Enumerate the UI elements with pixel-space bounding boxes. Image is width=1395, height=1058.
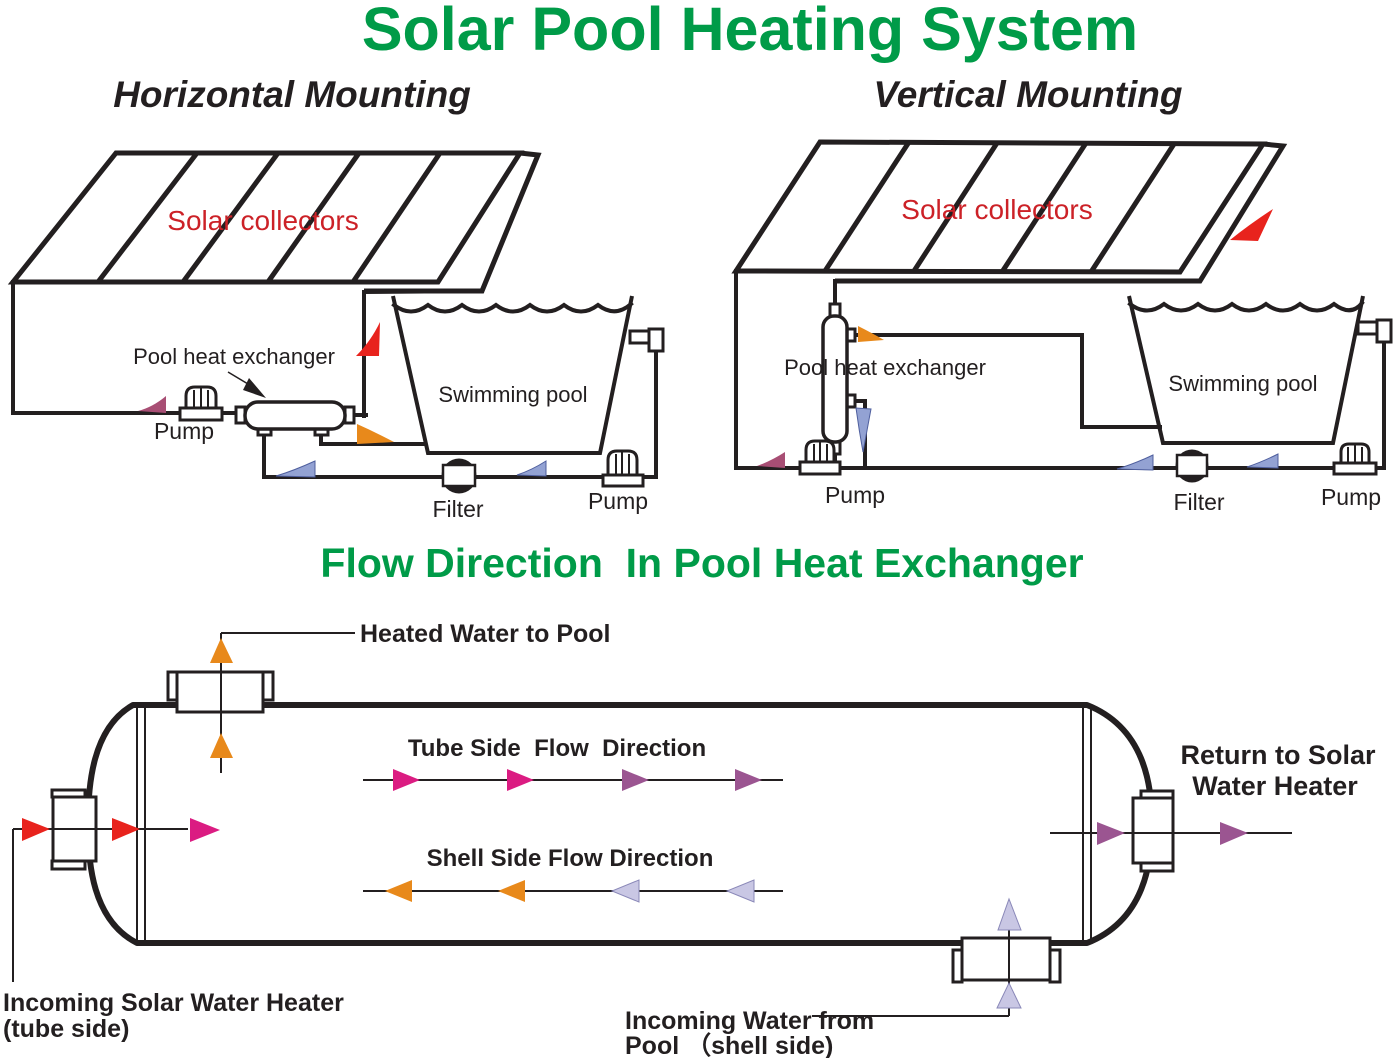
right-arrow (507, 769, 534, 791)
left-arrow (610, 879, 640, 903)
incoming-shell-label-line2: Pool （shell side) (625, 1031, 833, 1058)
solar-collectors-panel-icon (7, 150, 542, 294)
shell-side-flow (363, 879, 783, 903)
swimming-pool-icon (391, 295, 634, 455)
subtitle-horizontal: Horizontal Mounting (113, 74, 471, 115)
tube-sheet-lines (136, 705, 1092, 943)
left-arrow (725, 879, 755, 903)
tube-outlet-nozzle (1050, 789, 1292, 873)
pool-label: Swimming pool (1168, 371, 1317, 396)
flow-arrow-to-pool (858, 326, 884, 342)
up-arrow (210, 733, 233, 758)
tube-side-flow (363, 769, 783, 791)
subtitle-vertical: Vertical Mounting (873, 74, 1182, 115)
pump-label: Pump (588, 488, 648, 514)
shell-inlet-nozzle (812, 897, 1062, 1017)
flow-arrow-to-filter (1246, 453, 1279, 469)
flow-arrow-to-exchanger (1116, 454, 1154, 471)
swimming-pool-icon (1127, 295, 1365, 445)
right-arrow (1097, 822, 1125, 845)
up-arrow (996, 981, 1022, 1009)
up-arrow (997, 897, 1022, 931)
heated-water-label: Heated Water to Pool (360, 620, 611, 648)
flow-title: Flow Direction In Pool Heat Exchanger (320, 540, 1083, 586)
pump-icon (1332, 442, 1378, 476)
pool-outlet-fitting (628, 327, 665, 353)
pump-label: Pump (1321, 484, 1381, 510)
flow-arrow-up-to-collectors (356, 322, 380, 356)
horizontal-pipes (11, 280, 658, 479)
shell-side-flow-label: Shell Side Flow Direction (427, 845, 714, 872)
pool-outlet-fitting (1356, 318, 1393, 344)
solar-collectors-label: Solar collectors (901, 194, 1092, 225)
pump-label: Pump (825, 482, 885, 508)
horizontal-mounting-diagram: Solar collectors (7, 150, 665, 522)
left-arrow (385, 880, 412, 902)
flow-arrow-to-pump (138, 396, 166, 413)
right-arrow (393, 769, 420, 791)
filter-icon (441, 458, 477, 494)
flow-arrow-to-filter (516, 460, 547, 477)
flow-arrow-to-exchanger (275, 460, 316, 478)
flow-arrow-to-pump (757, 452, 785, 468)
return-label-line2: Water Heater (1192, 771, 1358, 801)
pump-icon (178, 385, 224, 422)
flow-arrow-down-from-exchanger (855, 407, 872, 453)
filter-icon (1175, 449, 1209, 483)
solar-collectors-panel-icon (731, 139, 1288, 284)
right-arrow (22, 818, 50, 841)
pump-label: Pump (154, 418, 214, 444)
vertical-mounting-diagram: Solar collectors (731, 139, 1393, 515)
right-arrow (1220, 822, 1248, 845)
pump-icon (601, 449, 645, 488)
right-arrow (190, 818, 220, 842)
flow-direction-diagram: Flow Direction In Pool Heat Exchanger (3, 540, 1376, 1058)
incoming-tube-label-line1: Incoming Solar Water Heater (3, 989, 344, 1017)
right-arrow (112, 818, 140, 841)
filter-label: Filter (1173, 489, 1224, 515)
incoming-shell-label-line1: Incoming Water from (625, 1007, 874, 1035)
filter-label: Filter (432, 496, 483, 522)
pool-label: Swimming pool (438, 382, 587, 407)
flow-arrow-collector (1230, 209, 1273, 241)
exchanger-label: Pool heat exchanger (784, 355, 986, 380)
return-label-line1: Return to Solar (1180, 740, 1376, 770)
page-title: Solar Pool Heating System (362, 0, 1138, 63)
left-arrow (498, 880, 525, 902)
vertical-pipes (734, 269, 1386, 470)
right-arrow (622, 769, 649, 791)
right-arrow (735, 769, 762, 791)
incoming-tube-label-line2: (tube side) (3, 1015, 129, 1043)
heated-water-outlet-nozzle (166, 632, 355, 773)
flow-arrow-to-pool (357, 424, 394, 444)
heat-exchanger-shell (85, 702, 1155, 946)
exchanger-label: Pool heat exchanger (133, 344, 335, 369)
up-arrow (210, 638, 233, 663)
label-pointer-arrow (227, 371, 266, 398)
tube-side-flow-label: Tube Side Flow Direction (408, 735, 706, 762)
pool-heat-exchanger-icon (234, 400, 356, 437)
tube-inlet-nozzle (12, 788, 220, 982)
solar-collectors-label: Solar collectors (167, 205, 358, 236)
pump-icon (798, 439, 842, 476)
